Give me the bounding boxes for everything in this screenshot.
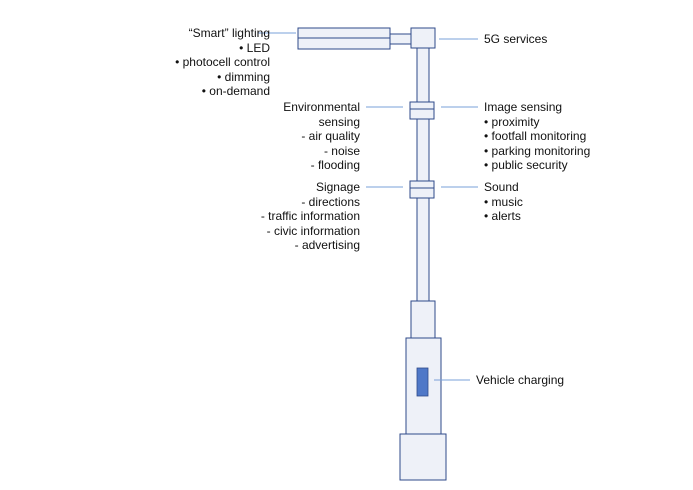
environmental-title: Environmental: [283, 100, 360, 114]
smart-lighting-title: “Smart” lighting: [188, 26, 270, 40]
environmental-item: - noise: [323, 143, 360, 158]
smart-lighting-item: • dimming: [217, 69, 270, 84]
sensor-collar-lower: [409, 180, 435, 189]
label-5g: 5G services: [484, 32, 547, 47]
image-sensing-item: • footfall monitoring: [484, 129, 587, 143]
sound-title: Sound: [484, 180, 519, 194]
image-sensing-title: Image sensing: [484, 100, 563, 114]
pole-sleeve: [410, 300, 436, 340]
sound-item: • music: [484, 194, 523, 209]
smart-lighting-item: • on-demand: [201, 84, 270, 98]
5g-title: 5G services: [484, 32, 548, 46]
environmental-item: - flooding: [310, 158, 360, 172]
sound-item: • alerts: [484, 209, 521, 223]
sensor-collar-upper: [409, 101, 435, 110]
label-sound: Sound • music • alerts: [484, 180, 523, 224]
label-signage: Signage - directions - traffic informati…: [261, 180, 360, 253]
signage-item: - traffic information: [260, 209, 360, 223]
charger-socket: [416, 367, 429, 397]
signage-title: Signage: [315, 180, 360, 194]
smart-lighting-item: • LED: [239, 40, 270, 55]
sensor-collar-upper-band: [409, 108, 435, 120]
vehicle-charging-title: Vehicle charging: [476, 373, 565, 387]
image-sensing-item: • public security: [484, 158, 568, 172]
label-image-sensing: Image sensing • proximity • footfall mon…: [484, 100, 590, 173]
5g-module: [410, 27, 436, 49]
signage-item: - advertising: [294, 238, 360, 252]
label-smart-lighting: “Smart” lighting • LED • photocell contr…: [175, 26, 270, 99]
lamp-head-top: [297, 27, 391, 39]
label-environmental: Environmental sensing - air quality - no…: [283, 100, 360, 173]
smart-lighting-item: • photocell control: [175, 55, 270, 69]
lamp-head-bottom: [297, 37, 391, 50]
lamp-arm: [388, 33, 414, 45]
image-sensing-item: • proximity: [484, 114, 540, 129]
environmental-title: sensing: [318, 114, 360, 129]
environmental-item: - air quality: [301, 129, 360, 143]
label-vehicle-charging: Vehicle charging: [476, 373, 564, 388]
sensor-collar-lower-band: [409, 187, 435, 199]
image-sensing-item: • parking monitoring: [484, 143, 591, 158]
signage-item: - civic information: [266, 223, 360, 238]
pole-base: [399, 433, 447, 481]
upper-pole: [416, 39, 430, 309]
signage-item: - directions: [301, 194, 360, 209]
